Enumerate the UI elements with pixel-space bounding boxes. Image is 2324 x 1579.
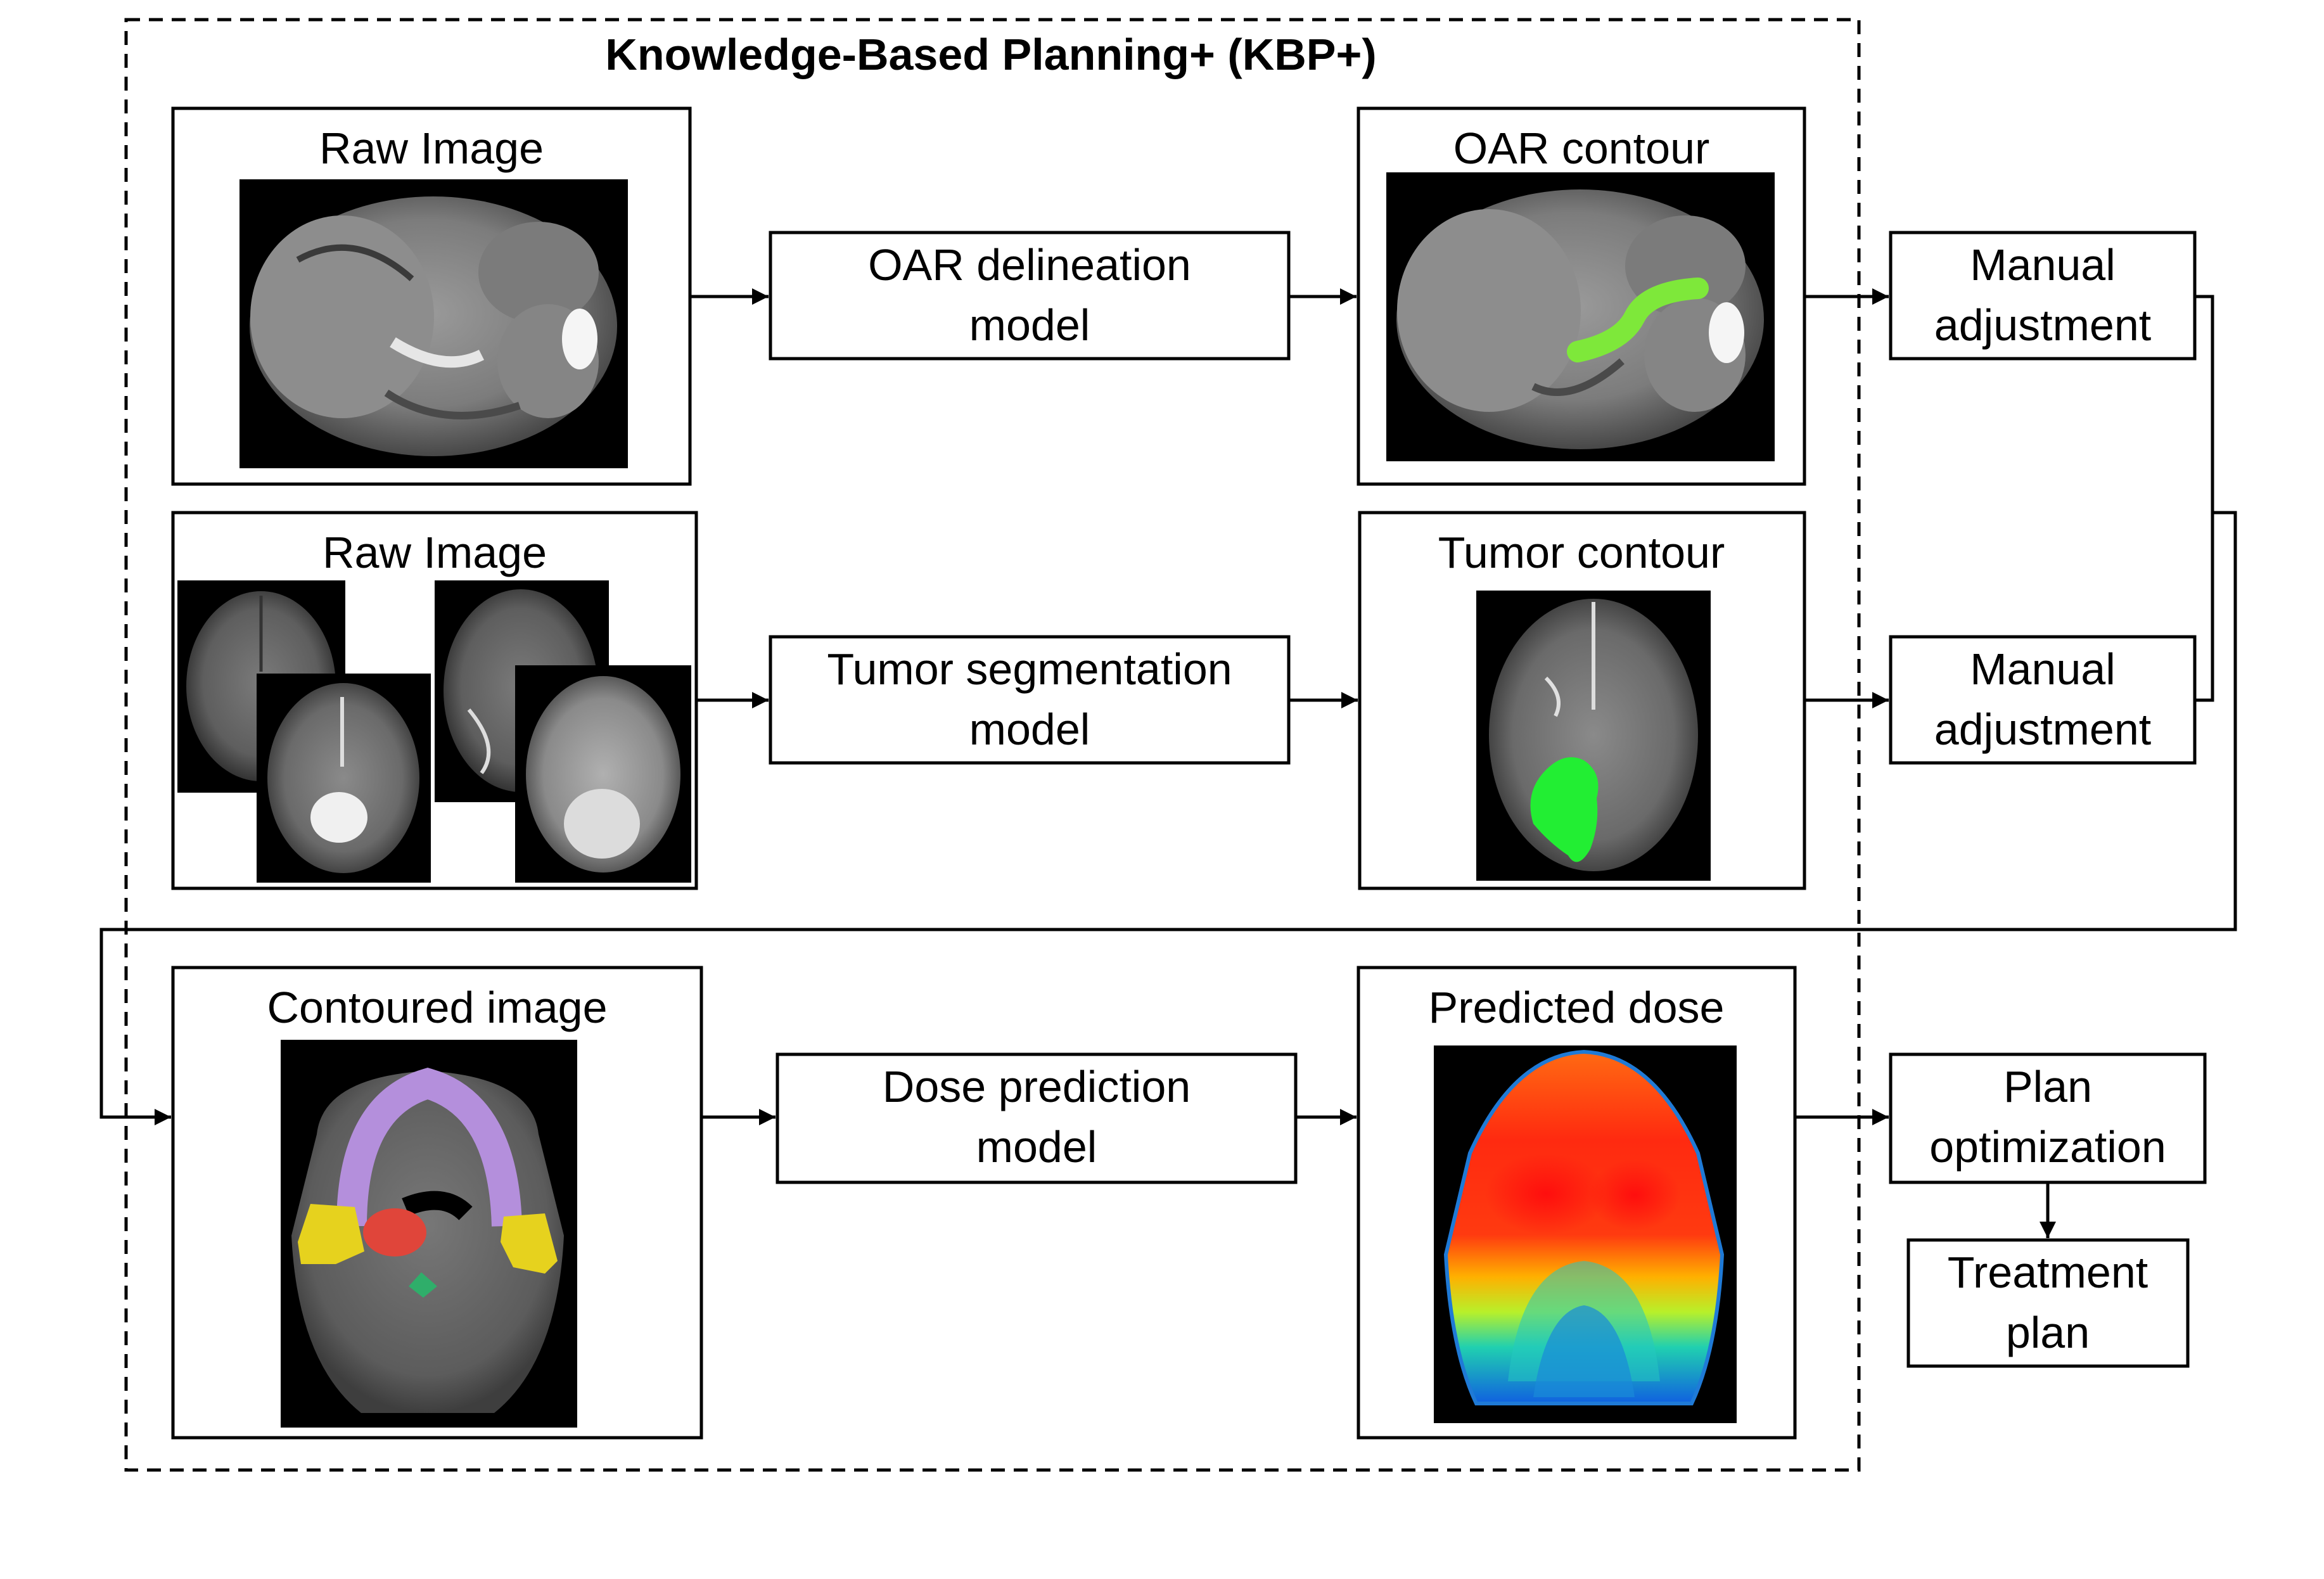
output-plan-optimization: Plan optimization — [1889, 1052, 2207, 1184]
oar-delineation-line2: model — [969, 300, 1090, 350]
panel-tumor-contour: Tumor contour — [1358, 511, 1806, 890]
panel-predicted-dose: Predicted dose — [1357, 966, 1797, 1440]
output-manual-adjustment-2: Manual adjustment — [1889, 635, 2197, 765]
connector-manual-to-contoured — [99, 511, 2237, 1125]
panel-oar-contour-label: OAR contour — [1453, 124, 1710, 173]
tumor-segmentation-line1: Tumor segmentation — [827, 644, 1232, 694]
manual-adjustment-2-line1: Manual — [1970, 644, 2116, 694]
panel-raw-image-1: Raw Image — [171, 106, 692, 486]
predicted-dose-map — [1434, 1045, 1737, 1423]
panel-tumor-contour-label: Tumor contour — [1438, 528, 1725, 577]
mandible-contour — [336, 1067, 522, 1227]
oar-contour-image — [1386, 172, 1775, 461]
oar-contour-overlay — [1567, 278, 1709, 362]
manual-adjustment-1-line2: adjustment — [1934, 300, 2151, 350]
panel-raw-image-2: Raw Image — [171, 511, 698, 890]
panel-oar-contour: OAR contour — [1357, 106, 1806, 486]
dose-prediction-line2: model — [976, 1122, 1097, 1172]
diagram-title: Knowledge-Based Planning+ (KBP+) — [605, 30, 1376, 79]
manual-adjustment-2-line2: adjustment — [1934, 705, 2151, 754]
cord-contour — [409, 1272, 437, 1298]
abdominal-mri-image — [239, 179, 628, 468]
oar-delineation-line1: OAR delineation — [868, 240, 1191, 290]
tumor-contour-overlay — [1530, 757, 1599, 862]
panel-contoured-image: Contoured image — [171, 966, 703, 1440]
connector-manual1-to-manual2 — [2196, 295, 2214, 702]
model-oar-delineation: OAR delineation model — [769, 231, 1291, 361]
flow-arrows — [99, 288, 2237, 1238]
model-tumor-segmentation: Tumor segmentation model — [769, 635, 1291, 765]
tumor-segmentation-line2: model — [969, 705, 1090, 754]
manual-adjustment-1-line1: Manual — [1970, 240, 2116, 290]
target-contour — [363, 1208, 426, 1256]
plan-optimization-line1: Plan — [2003, 1062, 2092, 1111]
model-dose-prediction: Dose prediction model — [776, 1052, 1298, 1184]
plan-optimization-line2: optimization — [1929, 1122, 2166, 1172]
parotid-left — [298, 1204, 364, 1264]
tumor-contour-image — [1476, 591, 1711, 881]
output-treatment-plan: Treatment plan — [1906, 1238, 2190, 1368]
panel-contoured-image-label: Contoured image — [267, 983, 608, 1032]
panel-predicted-dose-label: Predicted dose — [1429, 983, 1725, 1032]
brain-mri-stack — [177, 580, 691, 883]
panel-raw-image-1-label: Raw Image — [319, 124, 544, 173]
treatment-plan-line2: plan — [2006, 1308, 2090, 1357]
kbp-boundary — [124, 18, 1861, 1472]
dose-prediction-line1: Dose prediction — [883, 1062, 1191, 1111]
treatment-plan-line1: Treatment — [1948, 1248, 2148, 1297]
contoured-ct-image — [281, 1040, 577, 1428]
parotid-right — [501, 1213, 558, 1274]
output-manual-adjustment-1: Manual adjustment — [1889, 231, 2197, 361]
panel-raw-image-2-label: Raw Image — [322, 528, 547, 577]
